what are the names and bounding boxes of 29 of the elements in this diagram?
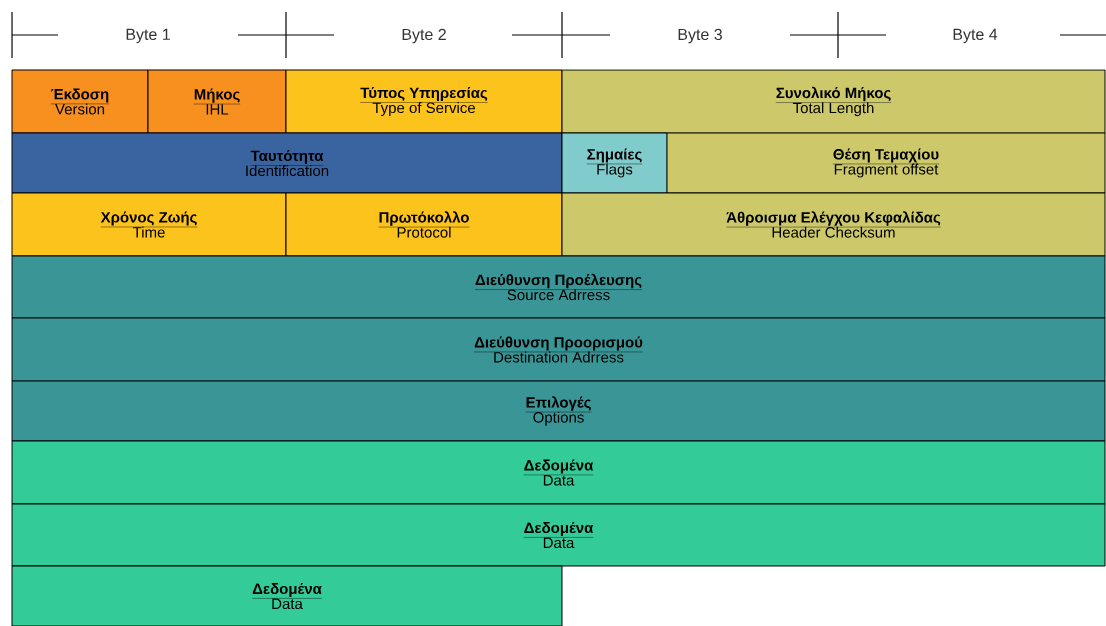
node-label: Δεδομένα (524, 459, 594, 474)
byte-label: Byte 1 (126, 28, 170, 44)
byte-label: Byte 4 (953, 28, 998, 44)
field-cell: Θέση Τεμαχίου Fragment offset (666, 132, 1106, 194)
node-label: Data (543, 475, 575, 486)
node-label: Θέση Τεμαχίου (833, 148, 939, 163)
node-label: Source Adrress (507, 289, 610, 301)
field-cell: Ταυτότητα Identification (11, 132, 563, 194)
node-label: Διεύθυνση Προορισμού (474, 336, 643, 351)
field-cell: Συνολικό Μήκος Total Length (561, 69, 1106, 134)
field-cell: Σημαίες Flags (561, 132, 668, 194)
node-label: Destination Adrress (494, 351, 624, 363)
byte-label: Byte 2 (402, 28, 446, 44)
field-cell: Μήκος IHL (147, 69, 287, 134)
field-cell: Δεδομένα Data (11, 440, 1106, 505)
field-cell: Πρωτόκολλο Protocol (285, 192, 563, 257)
field-cell: Διεύθυνση Προορισμού Destination Adrress (11, 317, 1106, 382)
field-cell: Χρόνος Ζωής Time (11, 192, 287, 257)
field-cell: Διεύθυνση Προέλευσης Source Adrress (11, 255, 1106, 319)
field-cell: Τύπος Υπηρεσίας Type of Service (285, 69, 563, 134)
node-label: Συνολικό Μήκος (776, 86, 891, 102)
node-label: Διεύθυνση Προέλευσης (475, 273, 642, 289)
node-label: Fragment offset (834, 163, 939, 178)
field-cell: Επιλογές Options (11, 380, 1106, 442)
byte-label: Byte 3 (678, 28, 722, 44)
node-label: Total Length (792, 102, 874, 117)
field-cell: Άθροισμα Ελέγχου Κεφαλίδας Header Checksum (561, 192, 1106, 257)
field-cell: Έκδοση Version (11, 69, 149, 134)
field-cell: Δεδομένα Data (11, 565, 563, 626)
